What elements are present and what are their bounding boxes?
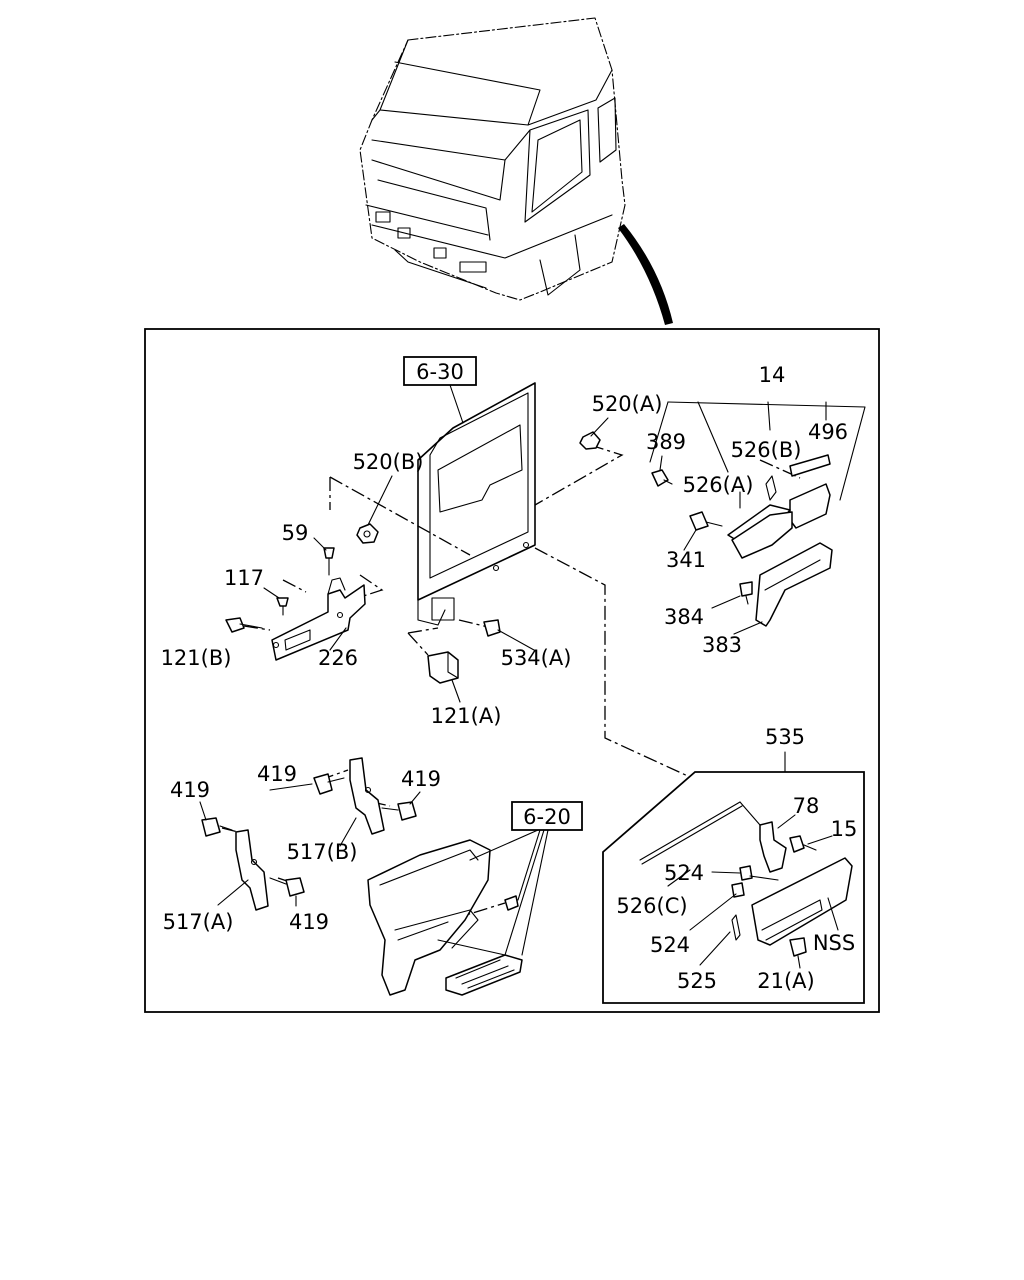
reference-box-6-30: 6-30 [403,356,477,386]
group-line-14 [667,401,866,501]
bolt-419-top-left [313,773,345,795]
label-226: 226 [318,646,358,670]
screw-117 [276,597,289,616]
screw-389 [651,469,673,487]
label-nss: NSS [813,931,855,955]
label-21a: 21(A) [757,969,814,993]
label-526c: 526(C) [616,894,687,918]
label-419-top-right: 419 [401,767,441,791]
step-assembly [367,839,523,996]
bolt-419-top-right [381,801,417,821]
truck-cab-illustration [359,17,626,301]
screw-384 [739,581,753,605]
label-496: 496 [808,420,848,444]
label-520a: 520(A) [592,392,663,416]
nut-520b [356,523,379,544]
bolt-341 [689,511,723,531]
label-14: 14 [759,363,786,387]
label-524-bottom: 524 [650,933,690,957]
label-121b: 121(B) [161,646,232,670]
label-384: 384 [664,605,704,629]
label-15: 15 [831,817,858,841]
callout-labels: 14 520(A) 389 526(B) 496 526(A) 341 384 … [161,363,858,993]
label-59: 59 [282,521,309,545]
label-535: 535 [765,725,805,749]
label-517b: 517(B) [287,840,358,864]
clip-121a [427,651,459,684]
label-389: 389 [646,430,686,454]
trim-383 [755,542,833,627]
label-520b: 520(B) [353,450,424,474]
fastener-21a [789,937,807,957]
clip-525 [731,914,741,941]
bolt-419-mid-left [201,817,233,837]
trim-526a [727,504,793,559]
grommet-534a [483,619,501,637]
screw-15 [789,835,817,853]
clip-524-bottom [731,882,745,898]
bolt-419-mid-right [269,877,305,897]
label-117: 117 [224,566,264,590]
nut-520a [579,431,601,450]
bracket-517a [235,829,269,911]
clip-524-top [739,865,753,881]
bracket-226 [271,577,366,661]
bracket-517b [349,757,385,835]
label-524-top: 524 [664,861,704,885]
ref-label-6-20: 6-20 [523,805,571,829]
label-517a: 517(A) [163,910,234,934]
label-419-mid-left: 419 [170,778,210,802]
label-419-mid-right: 419 [289,910,329,934]
reference-box-6-20: 6-20 [511,801,583,831]
bolt-121b [225,617,263,633]
label-419-top-left: 419 [257,762,297,786]
label-534a: 534(A) [501,646,572,670]
label-526b: 526(B) [731,438,802,462]
callout-leader-arrow [618,224,673,325]
label-341: 341 [666,548,706,572]
label-525: 525 [677,969,717,993]
bracket-78 [759,821,787,873]
step-trim-nss [751,857,853,946]
label-leaders [199,417,839,969]
ref-label-6-30: 6-30 [416,360,464,384]
door-panel [417,382,536,626]
label-526a: 526(A) [683,473,754,497]
label-121a: 121(A) [431,704,502,728]
screw-59 [323,547,335,576]
clip-526b [765,475,777,501]
label-383: 383 [702,633,742,657]
strip-526c [639,801,743,865]
label-78: 78 [793,794,820,818]
